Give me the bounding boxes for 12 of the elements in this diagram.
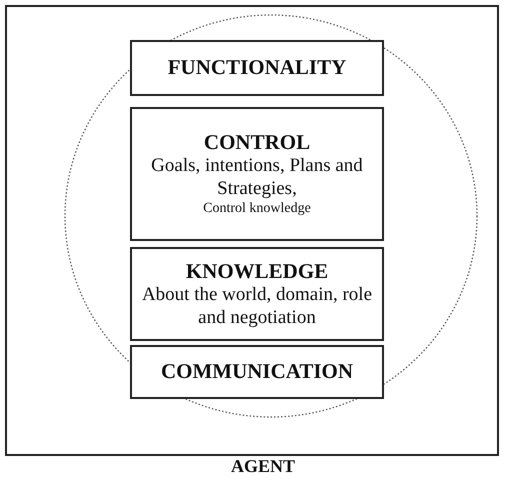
module-description: About the world, domain, role and negotiation <box>140 284 374 330</box>
module-title: COMMUNICATION <box>160 359 354 385</box>
module-box <box>130 107 384 241</box>
module-title: CONTROL <box>204 130 310 156</box>
caption-label: AGENT <box>231 456 296 478</box>
module-box <box>130 345 384 399</box>
module-box <box>130 40 384 96</box>
module-title: KNOWLEDGE <box>186 258 328 284</box>
module-description: Goals, intentions, Plans and Strategies, <box>150 155 364 201</box>
module-title: FUNCTIONALITY <box>168 55 346 81</box>
module-box <box>130 247 384 341</box>
module-description: Control knowledge <box>202 200 312 218</box>
